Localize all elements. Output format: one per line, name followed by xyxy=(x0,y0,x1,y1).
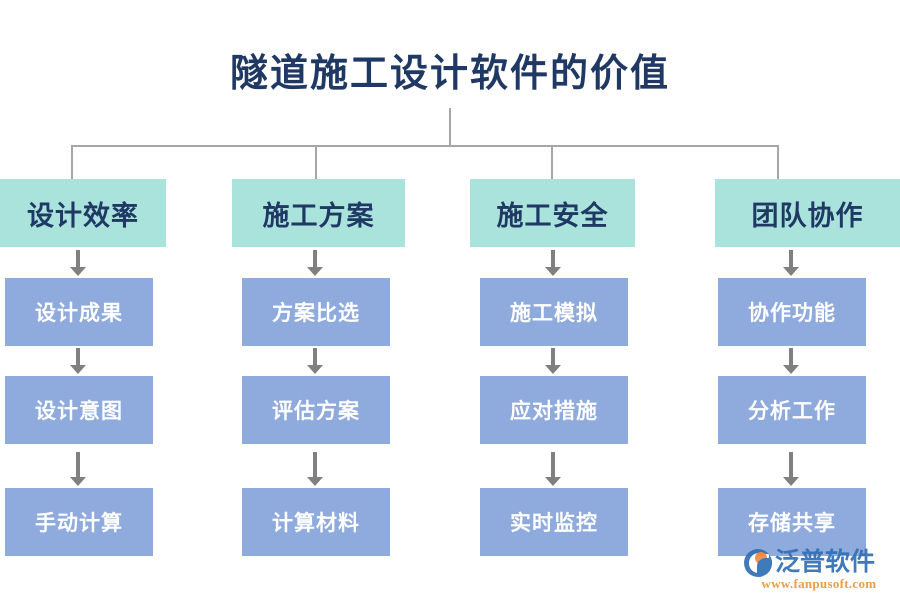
branch-item-label: 分析工作 xyxy=(748,399,836,423)
branch-item-label: 应对措施 xyxy=(510,399,598,423)
arrow-col1-item1-to-item2 xyxy=(70,348,86,374)
branch-header-label: 团队协作 xyxy=(751,200,864,231)
branch-item-4-1[interactable]: 协作功能 xyxy=(718,278,866,346)
arrow-col3-head-to-item1 xyxy=(545,250,561,276)
arrow-col4-head-to-item1 xyxy=(783,250,799,276)
arrow-col3-item2-to-item3 xyxy=(545,452,561,486)
watermark-row: 泛普软件 xyxy=(744,548,875,578)
branch-item-label: 设计意图 xyxy=(35,399,123,423)
branch-item-4-2[interactable]: 分析工作 xyxy=(718,376,866,444)
branch-header-2[interactable]: 施工方案 xyxy=(232,179,405,247)
branch-header-1[interactable]: 设计效率 xyxy=(0,179,166,247)
connector-horizontal-bar xyxy=(71,145,779,147)
arrow-col4-item2-to-item3 xyxy=(783,452,799,486)
arrow-col2-head-to-item1 xyxy=(307,250,323,276)
branch-item-2-1[interactable]: 方案比选 xyxy=(242,278,390,346)
branch-item-2-2[interactable]: 评估方案 xyxy=(242,376,390,444)
watermark-url: www.fanpusoft.com xyxy=(761,576,877,591)
arrow-col1-head-to-item1 xyxy=(70,250,86,276)
branch-item-4-3[interactable]: 存储共享 xyxy=(718,488,866,556)
branch-header-label: 设计效率 xyxy=(27,200,139,231)
branch-item-label: 评估方案 xyxy=(272,399,360,423)
arrow-col2-item1-to-item2 xyxy=(307,348,323,374)
connector-drop-col-1 xyxy=(71,145,73,179)
branch-header-label: 施工安全 xyxy=(496,200,609,231)
arrow-col1-item2-to-item3 xyxy=(70,452,86,486)
branch-item-label: 方案比选 xyxy=(272,301,360,325)
branch-item-label: 手动计算 xyxy=(35,511,123,535)
branch-item-label: 实时监控 xyxy=(510,511,598,535)
branch-item-label: 计算材料 xyxy=(272,511,360,535)
page-title: 隧道施工设计软件的价值 xyxy=(229,53,670,95)
branch-item-1-2[interactable]: 设计意图 xyxy=(5,376,153,444)
watermark-logo: 泛普软件 www.fanpusoft.com xyxy=(744,548,892,594)
branch-item-1-1[interactable]: 设计成果 xyxy=(5,278,153,346)
branch-item-3-3[interactable]: 实时监控 xyxy=(480,488,628,556)
branch-item-2-3[interactable]: 计算材料 xyxy=(242,488,390,556)
branch-item-label: 存储共享 xyxy=(748,511,836,535)
connector-drop-col-4 xyxy=(777,145,779,179)
fanpu-logo-icon xyxy=(744,549,772,577)
branch-item-label: 协作功能 xyxy=(748,301,836,325)
branch-item-label: 设计成果 xyxy=(35,301,123,325)
connector-drop-col-2 xyxy=(315,145,317,179)
branch-item-label: 施工模拟 xyxy=(510,301,598,325)
arrow-col4-item1-to-item2 xyxy=(783,348,799,374)
branch-header-label: 施工方案 xyxy=(262,200,375,231)
connector-root-stem xyxy=(449,108,451,146)
branch-header-3[interactable]: 施工安全 xyxy=(470,179,635,247)
branch-item-3-2[interactable]: 应对措施 xyxy=(480,376,628,444)
branch-header-4[interactable]: 团队协作 xyxy=(715,179,900,247)
branch-item-3-1[interactable]: 施工模拟 xyxy=(480,278,628,346)
branch-item-1-3[interactable]: 手动计算 xyxy=(5,488,153,556)
arrow-col3-item1-to-item2 xyxy=(545,348,561,374)
connector-drop-col-3 xyxy=(551,145,553,179)
arrow-col2-item2-to-item3 xyxy=(307,452,323,486)
watermark-brand-name: 泛普软件 xyxy=(775,549,876,576)
